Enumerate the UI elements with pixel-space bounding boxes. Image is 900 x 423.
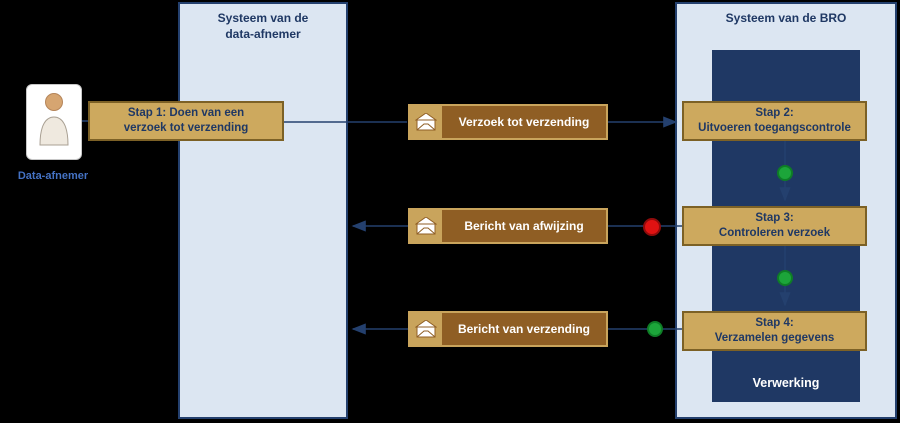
- panel-data-afnemer: Systeem van de data-afnemer: [178, 2, 348, 419]
- verwerking-label: Verwerking: [752, 376, 820, 390]
- message-verzoek-label: Verzoek tot verzending: [458, 115, 590, 129]
- panel-title-bro: Systeem van de BRO: [677, 11, 895, 27]
- envelope-icon: [410, 210, 442, 242]
- step-4-line2: Verzamelen gegevens: [714, 332, 835, 344]
- status-dot-green-step3-step4: [777, 270, 793, 286]
- message-verzending-label: Bericht van verzending: [457, 322, 591, 336]
- status-dot-green-step2-step3: [777, 165, 793, 181]
- envelope-icon: [410, 313, 442, 345]
- actor-card: [26, 84, 82, 160]
- panel-title-data-afnemer: Systeem van de data-afnemer: [180, 11, 346, 42]
- step-3-box: Stap 3: Controleren verzoek: [682, 206, 867, 246]
- message-verzoek-box: Verzoek tot verzending: [408, 104, 608, 140]
- step-3-line2: Controleren verzoek: [718, 227, 831, 239]
- person-icon: [34, 91, 74, 154]
- panel-title-bro-text: Systeem van de BRO: [725, 11, 847, 25]
- actor-label: Data-afnemer: [17, 170, 89, 182]
- step-2-line2: Uitvoeren toegangscontrole: [698, 122, 851, 134]
- step-4-box: Stap 4: Verzamelen gegevens: [682, 311, 867, 351]
- step-4-line1: Stap 4:: [755, 317, 794, 330]
- envelope-icon: [410, 106, 442, 138]
- message-afwijzing-label: Bericht van afwijzing: [464, 219, 584, 233]
- step-3-line1: Stap 3:: [755, 212, 794, 225]
- message-verzending-box: Bericht van verzending: [408, 311, 608, 347]
- panel-title-line2: data-afnemer: [225, 26, 301, 41]
- step-1-line2: verzoek tot verzending: [123, 122, 249, 134]
- step-2-box: Stap 2: Uitvoeren toegangscontrole: [682, 101, 867, 141]
- step-1-box: Stap 1: Doen van een verzoek tot verzend…: [88, 101, 284, 141]
- status-dot-green-verzending: [647, 321, 663, 337]
- panel-title-line1: Systeem van de: [217, 11, 309, 25]
- step-1-line1: Stap 1: Doen van een: [127, 107, 245, 120]
- message-afwijzing-box: Bericht van afwijzing: [408, 208, 608, 244]
- step-2-line1: Stap 2:: [755, 107, 794, 120]
- status-dot-red-afwijzing: [643, 218, 661, 236]
